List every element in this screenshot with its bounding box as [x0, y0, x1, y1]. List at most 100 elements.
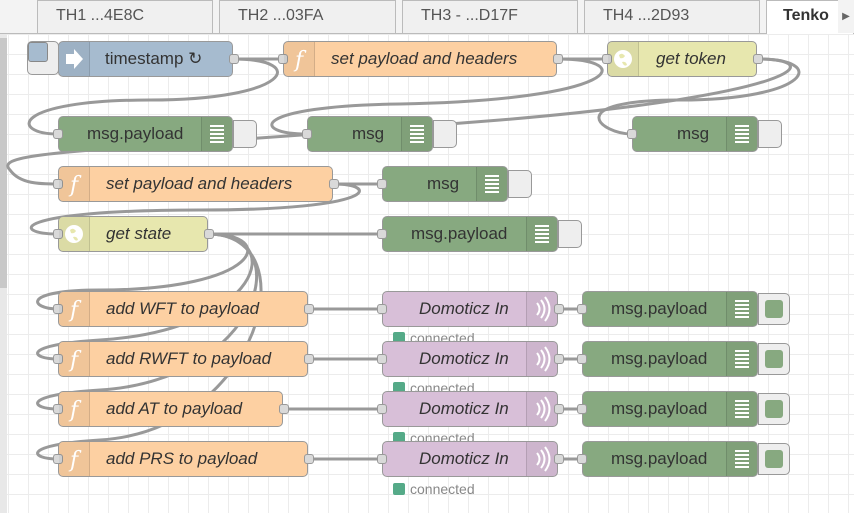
status-text: connected: [410, 431, 475, 441]
debug-node-msg-payload[interactable]: msg.payload: [377, 216, 558, 252]
add-at-function-node[interactable]: f add AT to payload: [53, 391, 289, 427]
domoticz-in-node[interactable]: Domoticz In: [377, 341, 564, 377]
add-prs-function-node[interactable]: f add PRS to payload: [53, 441, 314, 477]
debug-node-msg-payload[interactable]: msg.payload: [577, 441, 758, 477]
add-rwft-function-node[interactable]: f add RWFT to payload: [53, 341, 314, 377]
input-port[interactable]: [377, 354, 387, 364]
debug-node-msg[interactable]: msg: [627, 116, 758, 152]
output-port[interactable]: [554, 404, 564, 414]
tab-th3[interactable]: TH3 - ...D17F: [402, 0, 578, 33]
debug-toggle-button[interactable]: [508, 170, 532, 198]
status-indicator: connected: [393, 431, 475, 441]
debug-node-msg-payload[interactable]: msg.payload: [53, 116, 233, 152]
timestamp-inject-node[interactable]: timestamp ↻: [58, 41, 239, 77]
wire: [270, 57, 604, 136]
svg-text:f: f: [293, 48, 307, 73]
input-port[interactable]: [53, 304, 63, 314]
input-port[interactable]: [377, 404, 387, 414]
debug-node-msg-payload[interactable]: msg.payload: [577, 341, 758, 377]
tab-label: TH1 ...4E8C: [56, 7, 145, 24]
debug-toggle-button[interactable]: [758, 343, 790, 375]
input-port[interactable]: [377, 454, 387, 464]
input-port[interactable]: [577, 304, 587, 314]
output-port[interactable]: [554, 454, 564, 464]
input-port[interactable]: [53, 454, 63, 464]
wire: [29, 182, 361, 236]
debug-toggle-button[interactable]: [758, 393, 790, 425]
get-token-http-node[interactable]: get token: [602, 41, 763, 77]
output-port[interactable]: [329, 179, 339, 189]
node-label: add WFT to payload: [106, 299, 260, 318]
input-port[interactable]: [602, 54, 612, 64]
input-port[interactable]: [377, 304, 387, 314]
list-icon: [726, 292, 757, 326]
radio-waves-icon: [526, 342, 557, 376]
node-label: msg.payload: [611, 399, 708, 418]
tab-th2[interactable]: TH2 ...03FA: [219, 0, 396, 33]
debug-node-msg[interactable]: msg: [302, 116, 433, 152]
output-port[interactable]: [204, 229, 214, 239]
output-port[interactable]: [229, 54, 239, 64]
debug-toggle-button[interactable]: [758, 293, 790, 325]
output-port[interactable]: [753, 54, 763, 64]
domoticz-in-node[interactable]: Domoticz In: [377, 391, 564, 427]
input-port[interactable]: [53, 229, 63, 239]
input-port[interactable]: [53, 354, 63, 364]
debug-node-msg[interactable]: msg: [377, 166, 508, 202]
debug-node-msg-payload[interactable]: msg.payload: [577, 291, 758, 327]
list-icon: [726, 117, 757, 151]
output-port[interactable]: [304, 354, 314, 364]
arrow-right-icon: [59, 42, 90, 76]
input-port[interactable]: [577, 354, 587, 364]
status-indicator: connected: [393, 381, 475, 391]
list-icon: [526, 217, 557, 251]
tab-th1[interactable]: TH1 ...4E8C: [37, 0, 213, 33]
output-port[interactable]: [304, 304, 314, 314]
debug-toggle-button[interactable]: [233, 120, 257, 148]
debug-node-msg-payload[interactable]: msg.payload: [577, 391, 758, 427]
input-port[interactable]: [278, 54, 288, 64]
input-port[interactable]: [377, 179, 387, 189]
input-port[interactable]: [53, 404, 63, 414]
input-port[interactable]: [577, 454, 587, 464]
output-port[interactable]: [554, 354, 564, 364]
debug-toggle-button[interactable]: [433, 120, 457, 148]
input-port[interactable]: [377, 229, 387, 239]
node-label: add AT to payload: [106, 399, 243, 418]
output-port[interactable]: [304, 454, 314, 464]
node-label: set payload and headers: [331, 49, 518, 68]
domoticz-in-node[interactable]: Domoticz In: [377, 291, 564, 327]
input-port[interactable]: [577, 404, 587, 414]
input-port[interactable]: [53, 129, 63, 139]
input-port[interactable]: [53, 179, 63, 189]
input-port[interactable]: [302, 129, 312, 139]
output-port[interactable]: [279, 404, 289, 414]
debug-active-indicator: [765, 400, 783, 418]
output-port[interactable]: [553, 54, 563, 64]
function-icon: f: [59, 392, 90, 426]
input-port[interactable]: [627, 129, 637, 139]
set-payload-function-node-2[interactable]: f set payload and headers: [53, 166, 339, 202]
function-icon: f: [59, 342, 90, 376]
set-payload-function-node[interactable]: f set payload and headers: [278, 41, 563, 77]
scrollbar-thumb[interactable]: [0, 38, 7, 288]
wire: [6, 57, 792, 186]
debug-active-indicator: [765, 350, 783, 368]
tab-label: Tenko: [783, 7, 829, 24]
debug-toggle-button[interactable]: [758, 120, 782, 148]
get-state-http-node[interactable]: get state: [53, 216, 214, 252]
svg-text:f: f: [68, 398, 82, 423]
domoticz-in-node[interactable]: Domoticz In: [377, 441, 564, 477]
list-icon: [476, 167, 507, 201]
node-label: get state: [106, 224, 172, 243]
tab-scroll-right-icon[interactable]: ▶: [838, 0, 854, 33]
tab-th4[interactable]: TH4 ...2D93: [584, 0, 760, 33]
debug-toggle-button[interactable]: [758, 443, 790, 475]
inject-button[interactable]: [27, 41, 59, 75]
node-label: msg: [352, 124, 385, 143]
output-port[interactable]: [554, 304, 564, 314]
tab-bar: TH1 ...4E8C TH2 ...03FA TH3 - ...D17F TH…: [0, 0, 854, 34]
add-wft-function-node[interactable]: f add WFT to payload: [53, 291, 314, 327]
vertical-scrollbar[interactable]: [0, 34, 7, 513]
debug-toggle-button[interactable]: [558, 220, 582, 248]
